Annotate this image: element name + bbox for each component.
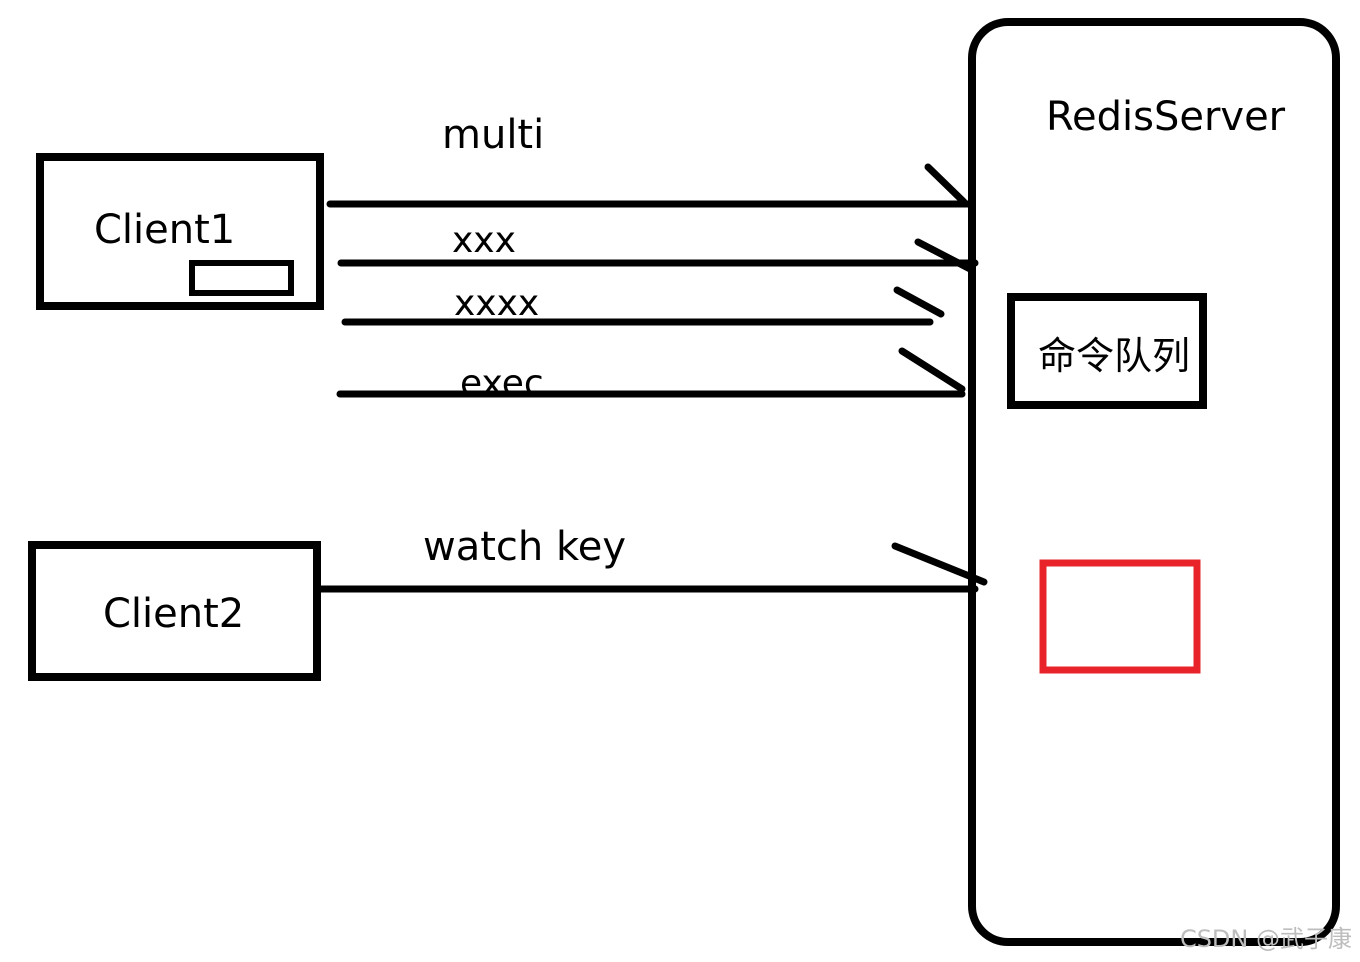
client1-box [36,153,324,310]
edge-cmd2-label: xxxx [454,283,539,324]
edge-exec-label: exec [460,363,544,404]
edge-multi-label: multi [442,112,544,158]
edge-cmd1-arrowhead [914,238,976,274]
command-queue-box [1007,293,1207,409]
watched-key-box [1039,559,1201,674]
edge-exec-arrowhead [898,347,966,393]
redis-server-box [968,18,1340,946]
client2-box [28,541,321,681]
client2-label: Client2 [103,591,244,637]
watermark: CSDN @武子康 [1180,925,1352,953]
edge-watch-label: watch key [423,524,626,570]
edge-multi-arrowhead [924,163,968,206]
client1-queue-box [189,260,294,296]
redis-server-label: RedisServer [1046,94,1286,140]
edge-cmd1-label: xxx [452,220,516,261]
client1-label: Client1 [94,207,235,253]
edge-cmd2-arrowhead [893,286,945,318]
command-queue-label: 命令队列 [1038,334,1190,378]
edge-watch-arrowhead [891,542,988,586]
